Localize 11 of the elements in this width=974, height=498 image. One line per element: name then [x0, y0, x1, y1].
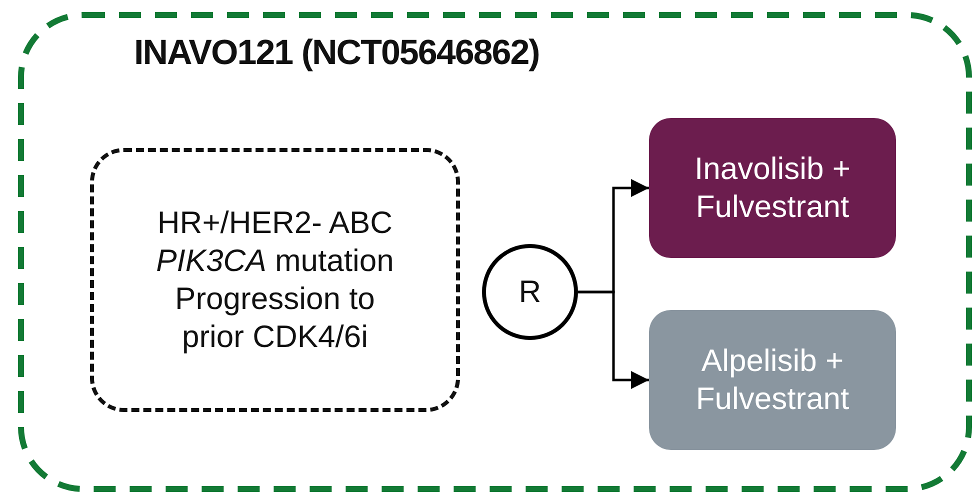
randomization-label: R — [518, 273, 542, 311]
trial-title: INAVO121 (NCT05646862) — [134, 32, 540, 74]
treatment-text: Inavolisib + Fulvestrant — [694, 150, 852, 226]
arrow — [578, 290, 649, 389]
eligibility-text: HR+/HER2- ABC PIK3CA mutation Progression to prior CDK4/6i — [155, 204, 395, 356]
treatment-arm-box — [649, 118, 896, 258]
treatment-text: Alpelisib + Fulvestrant — [694, 342, 850, 418]
treatment-arm-box — [649, 310, 896, 450]
randomization-circle — [482, 244, 578, 340]
trial-frame — [18, 12, 972, 492]
eligibility-box — [90, 148, 460, 412]
